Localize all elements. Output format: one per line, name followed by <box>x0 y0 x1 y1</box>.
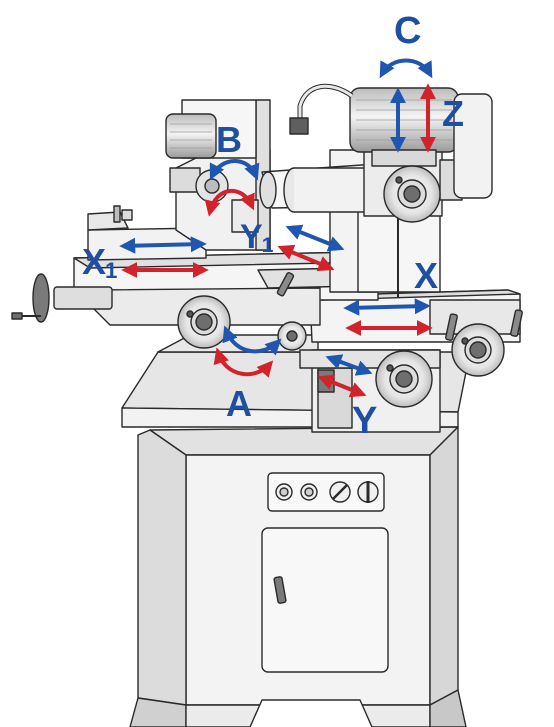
grinding-wheels <box>177 165 505 408</box>
cabinet-base <box>121 351 471 727</box>
axis-y-arrow-blue <box>325 354 373 376</box>
axis-x-arrow-blue <box>343 298 431 316</box>
axis-label-a: A <box>226 383 252 424</box>
axis-label-c: C <box>394 10 421 52</box>
axis-y1-arrow-red <box>277 244 335 272</box>
axis-letter: A <box>226 383 252 424</box>
axis-c-arrow <box>379 58 433 79</box>
axis-a-arrow-red <box>213 347 274 378</box>
axis-subscript: 1 <box>261 233 274 257</box>
control-panel <box>267 472 385 512</box>
axis-letter: Y <box>240 218 263 256</box>
axis-x1-arrow-blue <box>119 236 207 254</box>
left-motor <box>165 113 217 159</box>
axis-letter: B <box>216 119 242 160</box>
axis-label-b: B <box>216 119 242 160</box>
axis-y1-arrow-blue <box>285 224 345 252</box>
axis-label-z: Z <box>442 93 464 134</box>
cabinet-door <box>261 527 389 673</box>
axis-letter: X <box>414 255 438 296</box>
axis-label-y1: Y1 <box>240 218 274 257</box>
axis-letter: Y <box>352 400 377 442</box>
axis-y-arrow-red <box>317 374 367 398</box>
axis-b-arrow-blue <box>209 159 260 181</box>
axis-label-x1: X1 <box>82 241 117 284</box>
axis-letter: C <box>394 10 421 52</box>
axis-label-y: Y <box>352 400 377 442</box>
axis-b-arrow-red <box>204 188 255 217</box>
axis-letter: X <box>82 241 106 282</box>
axis-letter: Z <box>442 93 464 134</box>
axis-subscript: 1 <box>105 258 117 284</box>
axis-label-x: X <box>414 255 438 296</box>
